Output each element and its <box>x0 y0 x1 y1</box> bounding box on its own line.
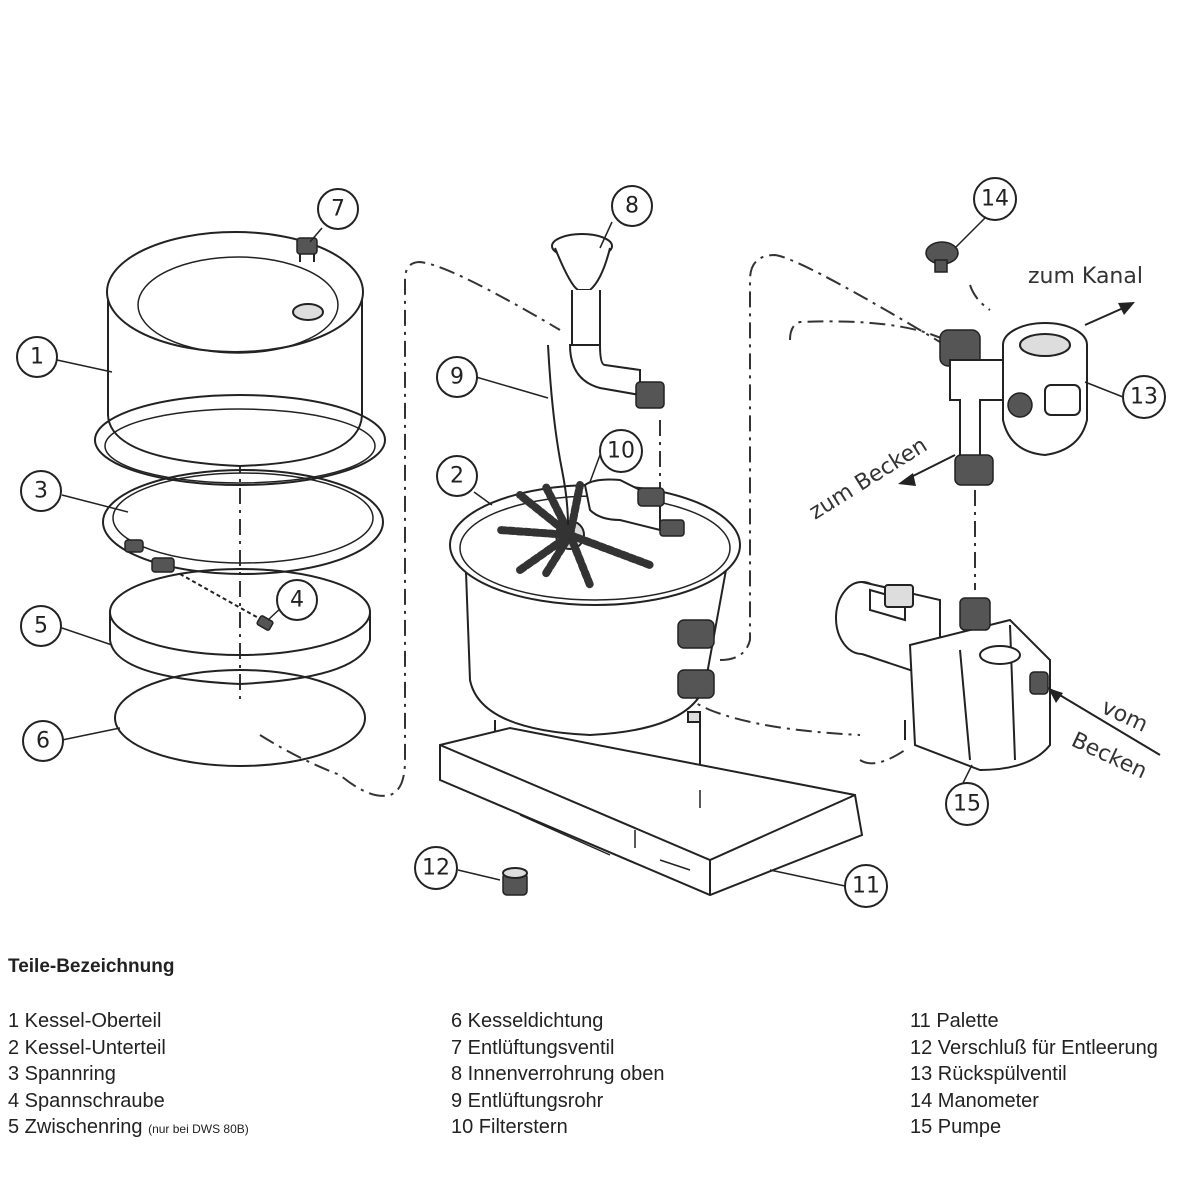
callout-10: 10 <box>607 439 635 464</box>
palette <box>439 726 864 897</box>
legend-item: 12 Verschluß für Entleerung <box>910 1036 1158 1059</box>
callout-12: 12 <box>422 856 450 881</box>
label-zum-kanal: zum Kanal <box>1028 264 1143 289</box>
entlueftungsventil <box>292 237 324 321</box>
legend-item-label: 5 Zwischenring <box>8 1116 143 1138</box>
legend-item: 4 Spannschraube <box>8 1089 165 1112</box>
legend-item: 6 Kesseldichtung <box>451 1010 604 1032</box>
legend-item: 15 Pumpe <box>910 1116 1002 1138</box>
callout-13: 13 <box>1130 385 1158 410</box>
legend-item: 2 Kessel-Unterteil <box>8 1036 166 1059</box>
legend-item: 9 Entlüftungsrohr <box>451 1089 604 1112</box>
callout-9: 9 <box>450 365 464 390</box>
flow-arrows <box>898 302 1161 756</box>
legend-item: 1 Kessel-Oberteil <box>8 1010 162 1032</box>
callout-1: 1 <box>30 345 44 370</box>
callout-8: 8 <box>625 194 639 219</box>
rueckspuelventil <box>939 322 1088 486</box>
entlueftungsrohr <box>547 344 569 526</box>
innenverrohrung-oben <box>551 233 685 537</box>
legend-column-2: 6 Kesseldichtung 7 Entlüftungsventil 8 I… <box>451 1008 665 1141</box>
callout-14: 14 <box>981 187 1009 212</box>
kesseldichtung <box>114 669 366 767</box>
callout-5: 5 <box>34 614 48 639</box>
callout-15: 15 <box>953 792 981 817</box>
zwischenring <box>109 568 371 686</box>
legend-title: Teile-Bezeichnung <box>8 956 175 977</box>
exploded-view-diagram: zum Kanal zum Becken vom Becken 7 1 3 4 … <box>16 177 1166 908</box>
legend-column-1: 1 Kessel-Oberteil 2 Kessel-Unterteil 3 S… <box>8 1008 249 1143</box>
kessel-oberteil <box>94 231 386 486</box>
callout-2: 2 <box>450 464 464 489</box>
callout-7: 7 <box>331 197 345 222</box>
legend-item: 8 Innenverrohrung oben <box>451 1063 665 1085</box>
spannschraube <box>179 573 274 631</box>
callout-6: 6 <box>36 729 50 754</box>
legend-item: 7 Entlüftungsventil <box>451 1036 615 1059</box>
spannring <box>102 469 384 575</box>
callout-3: 3 <box>34 479 48 504</box>
legend-item: 13 Rückspülventil <box>910 1063 1067 1085</box>
legend-item: 5 Zwischenring (nur bei DWS 80B) <box>8 1114 249 1143</box>
manometer <box>925 241 959 273</box>
label-vom: vom <box>1097 695 1151 738</box>
legend-note: (nur bei DWS 80B) <box>148 1122 249 1136</box>
callout-4: 4 <box>290 588 304 613</box>
verschluss-entleerung <box>502 867 528 896</box>
legend-item: 11 Palette <box>910 1010 999 1032</box>
legend-item: 10 Filterstern <box>451 1116 568 1138</box>
pumpe <box>835 581 1051 772</box>
callout-11: 11 <box>852 874 880 899</box>
legend-item: 3 Spannring <box>8 1063 116 1085</box>
legend-column-3: 11 Palette 12 Verschluß für Entleerung 1… <box>910 1008 1158 1141</box>
callouts: 7 1 3 4 5 6 8 9 10 2 11 12 13 14 15 <box>16 177 1166 908</box>
filterstern <box>496 481 654 589</box>
legend-item: 14 Manometer <box>910 1089 1039 1112</box>
tank-connectors <box>677 619 715 723</box>
